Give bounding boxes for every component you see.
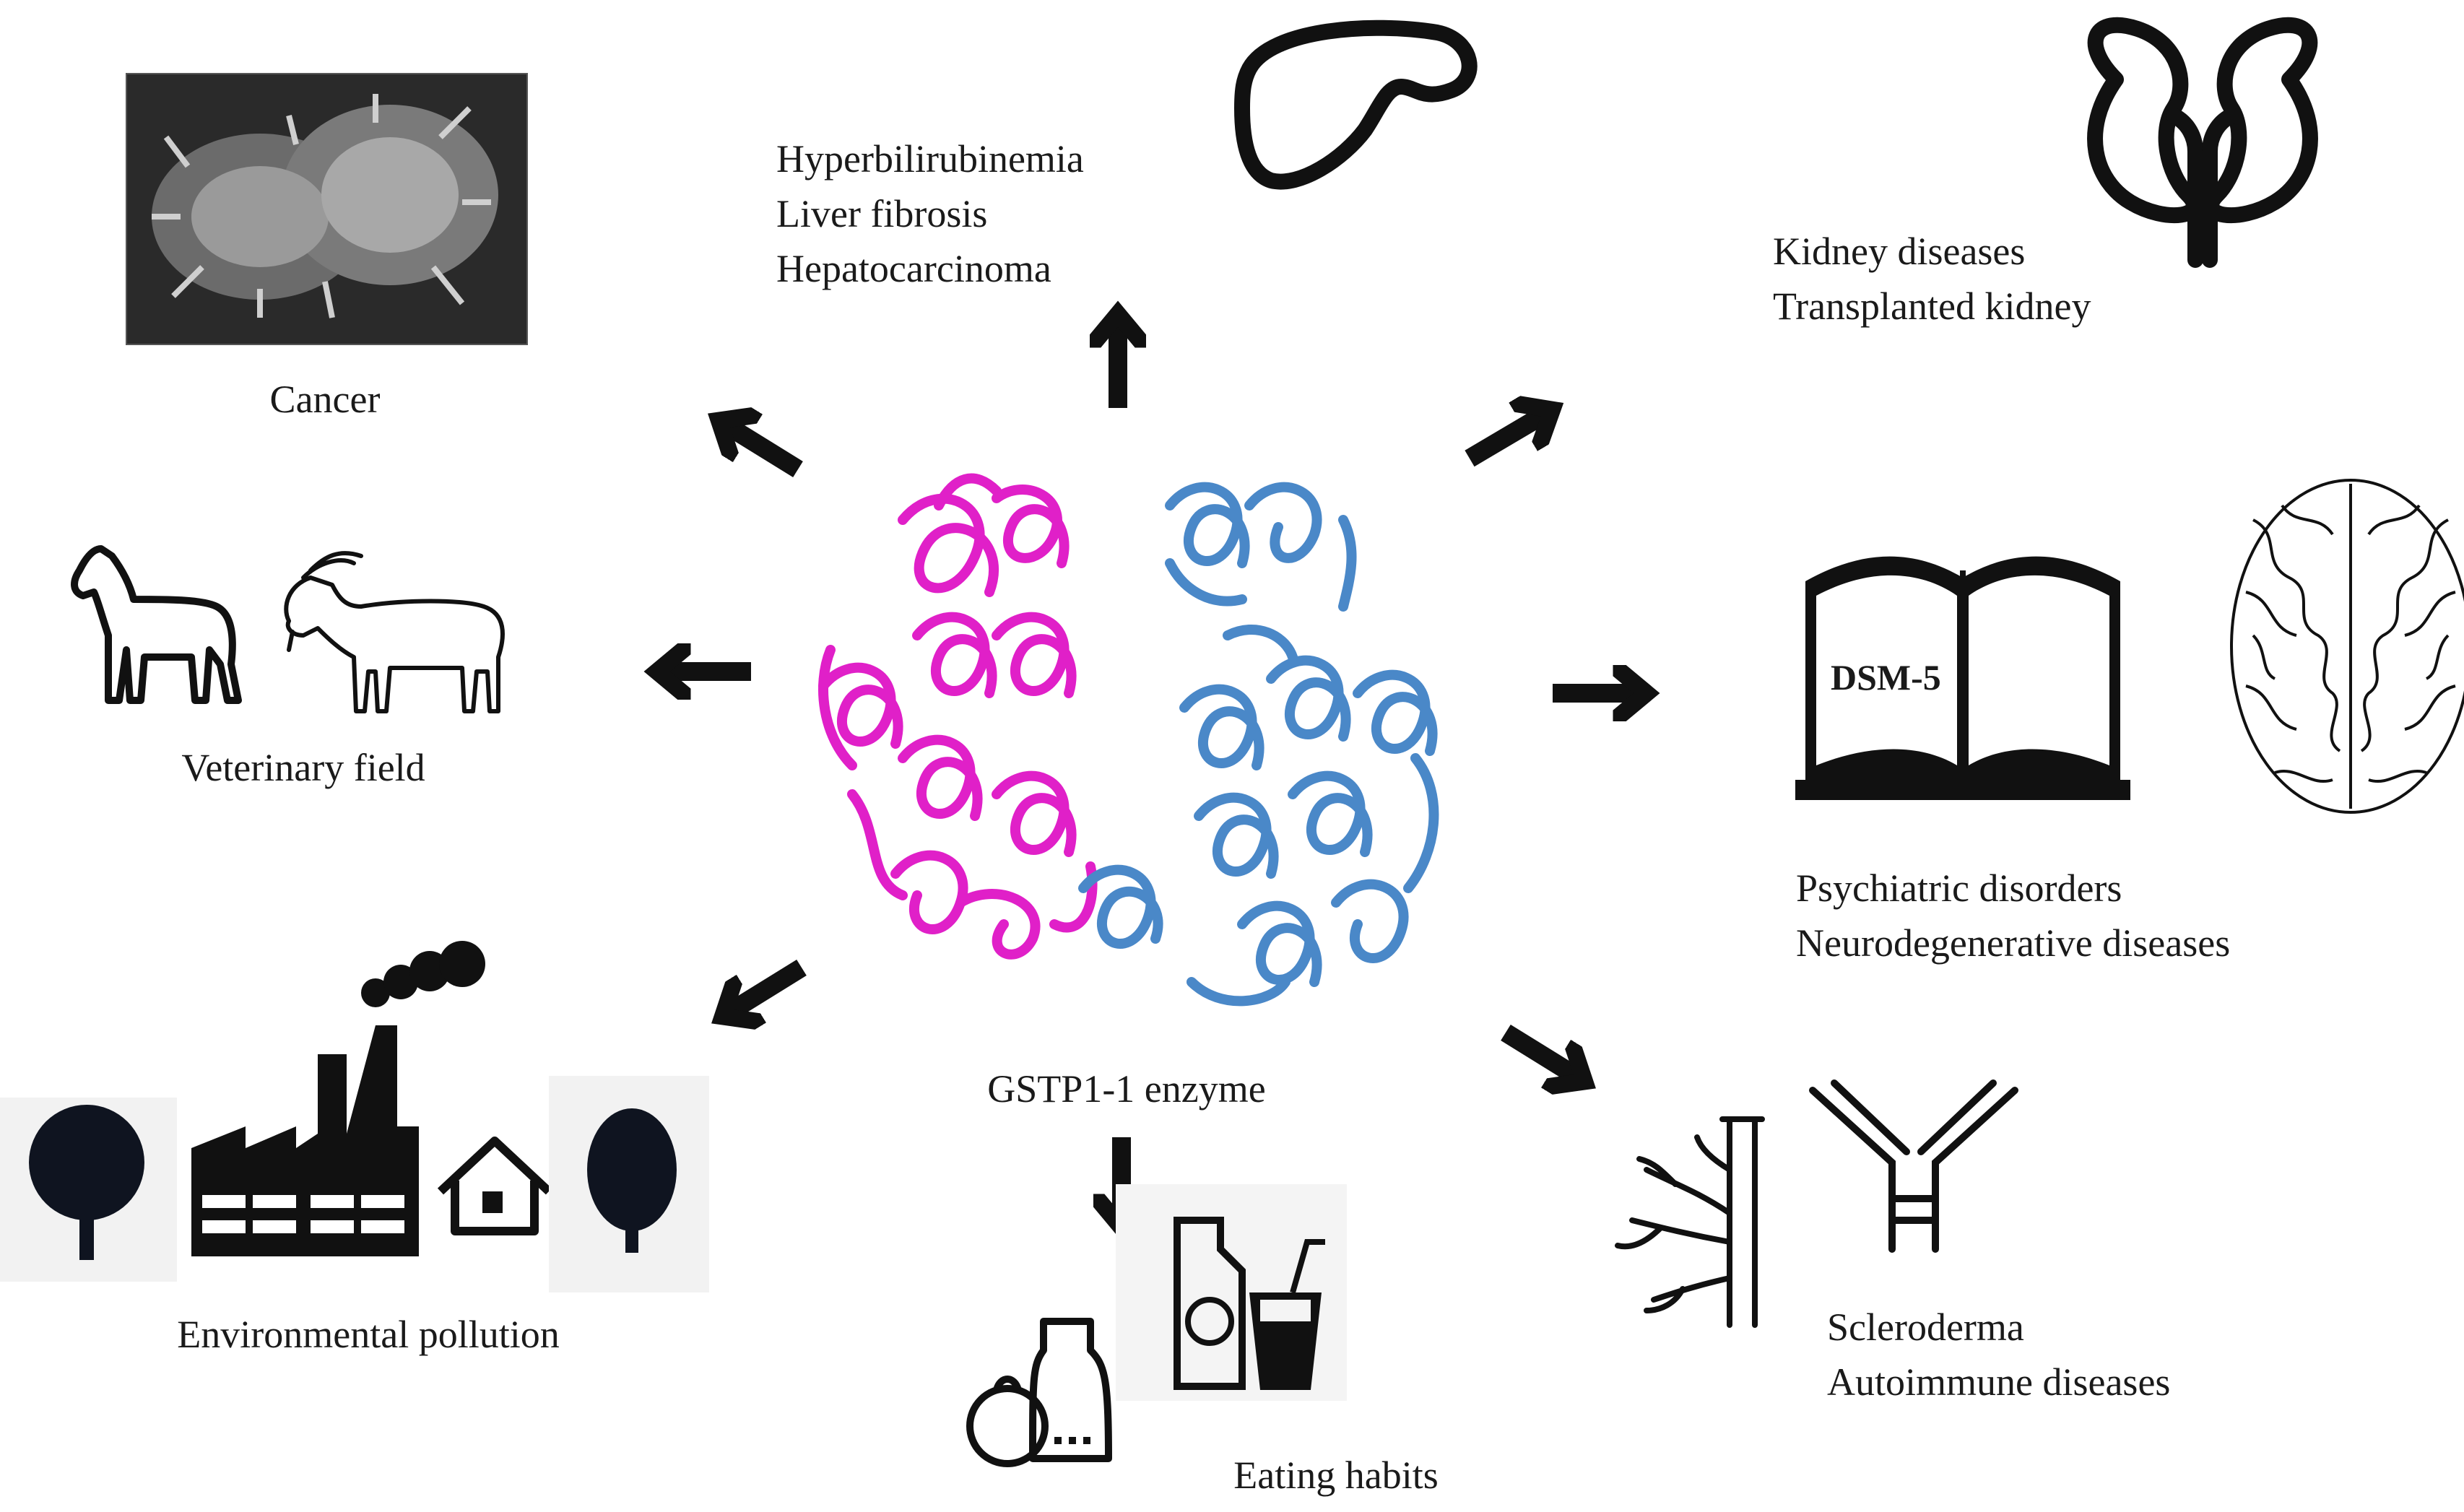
drink-icon (1116, 1184, 1347, 1401)
arrow-up-left (722, 422, 803, 478)
factory-icon (191, 941, 485, 1256)
psychiatric-label: Psychiatric disorders Neurodegenerative … (1796, 861, 2230, 970)
kidney-label-line: Kidney diseases (1773, 230, 2026, 273)
antibody-icon (1809, 1079, 2018, 1253)
liver-label: Hyperbilirubinemia Liver fibrosis Hepato… (776, 131, 1084, 296)
veterinary-label: Veterinary field (181, 746, 425, 789)
cancer-cell-photo (126, 73, 528, 345)
liver-label-line: Liver fibrosis (776, 192, 988, 235)
arrow-up-right (1465, 412, 1549, 467)
cancer-label: Cancer (269, 378, 381, 421)
protein-structure (818, 473, 1439, 1007)
dsm-book-label: DSM-5 (1831, 657, 1941, 698)
kidney-label: Kidney diseases Transplanted kidney (1773, 224, 2091, 334)
scleroderma-label-line: Scleroderma (1827, 1305, 2024, 1349)
liver-icon (1234, 19, 1478, 190)
brain-icon (2230, 479, 2464, 814)
psychiatric-label-line: Psychiatric disorders (1796, 866, 2122, 910)
liver-label-line: Hyperbilirubinemia (776, 137, 1084, 181)
food-icon (966, 1318, 1112, 1467)
arrow-down-left (726, 959, 807, 1014)
kidney-label-line: Transplanted kidney (1773, 284, 2091, 328)
lung-icon (1615, 1116, 1765, 1328)
liver-label-line: Hepatocarcinoma (776, 247, 1051, 290)
center-enzyme-label: GSTP1-1 enzyme (987, 1067, 1266, 1111)
psychiatric-label-line: Neurodegenerative diseases (1796, 921, 2231, 965)
horse-icon (71, 545, 242, 704)
goat-icon (284, 551, 505, 713)
arrow-down-right (1501, 1024, 1582, 1079)
environment-label: Environmental pollution (177, 1313, 560, 1356)
kidney-icon (2087, 17, 2318, 268)
eating-label: Eating habits (1233, 1454, 1439, 1497)
tree-icon (0, 1098, 177, 1282)
book-icon (1795, 556, 2130, 800)
tree-icon (549, 1076, 709, 1292)
house-icon (437, 1137, 552, 1235)
scleroderma-label-line: Autoimmune diseases (1827, 1360, 2171, 1404)
scleroderma-label: Scleroderma Autoimmune diseases (1827, 1300, 2170, 1409)
